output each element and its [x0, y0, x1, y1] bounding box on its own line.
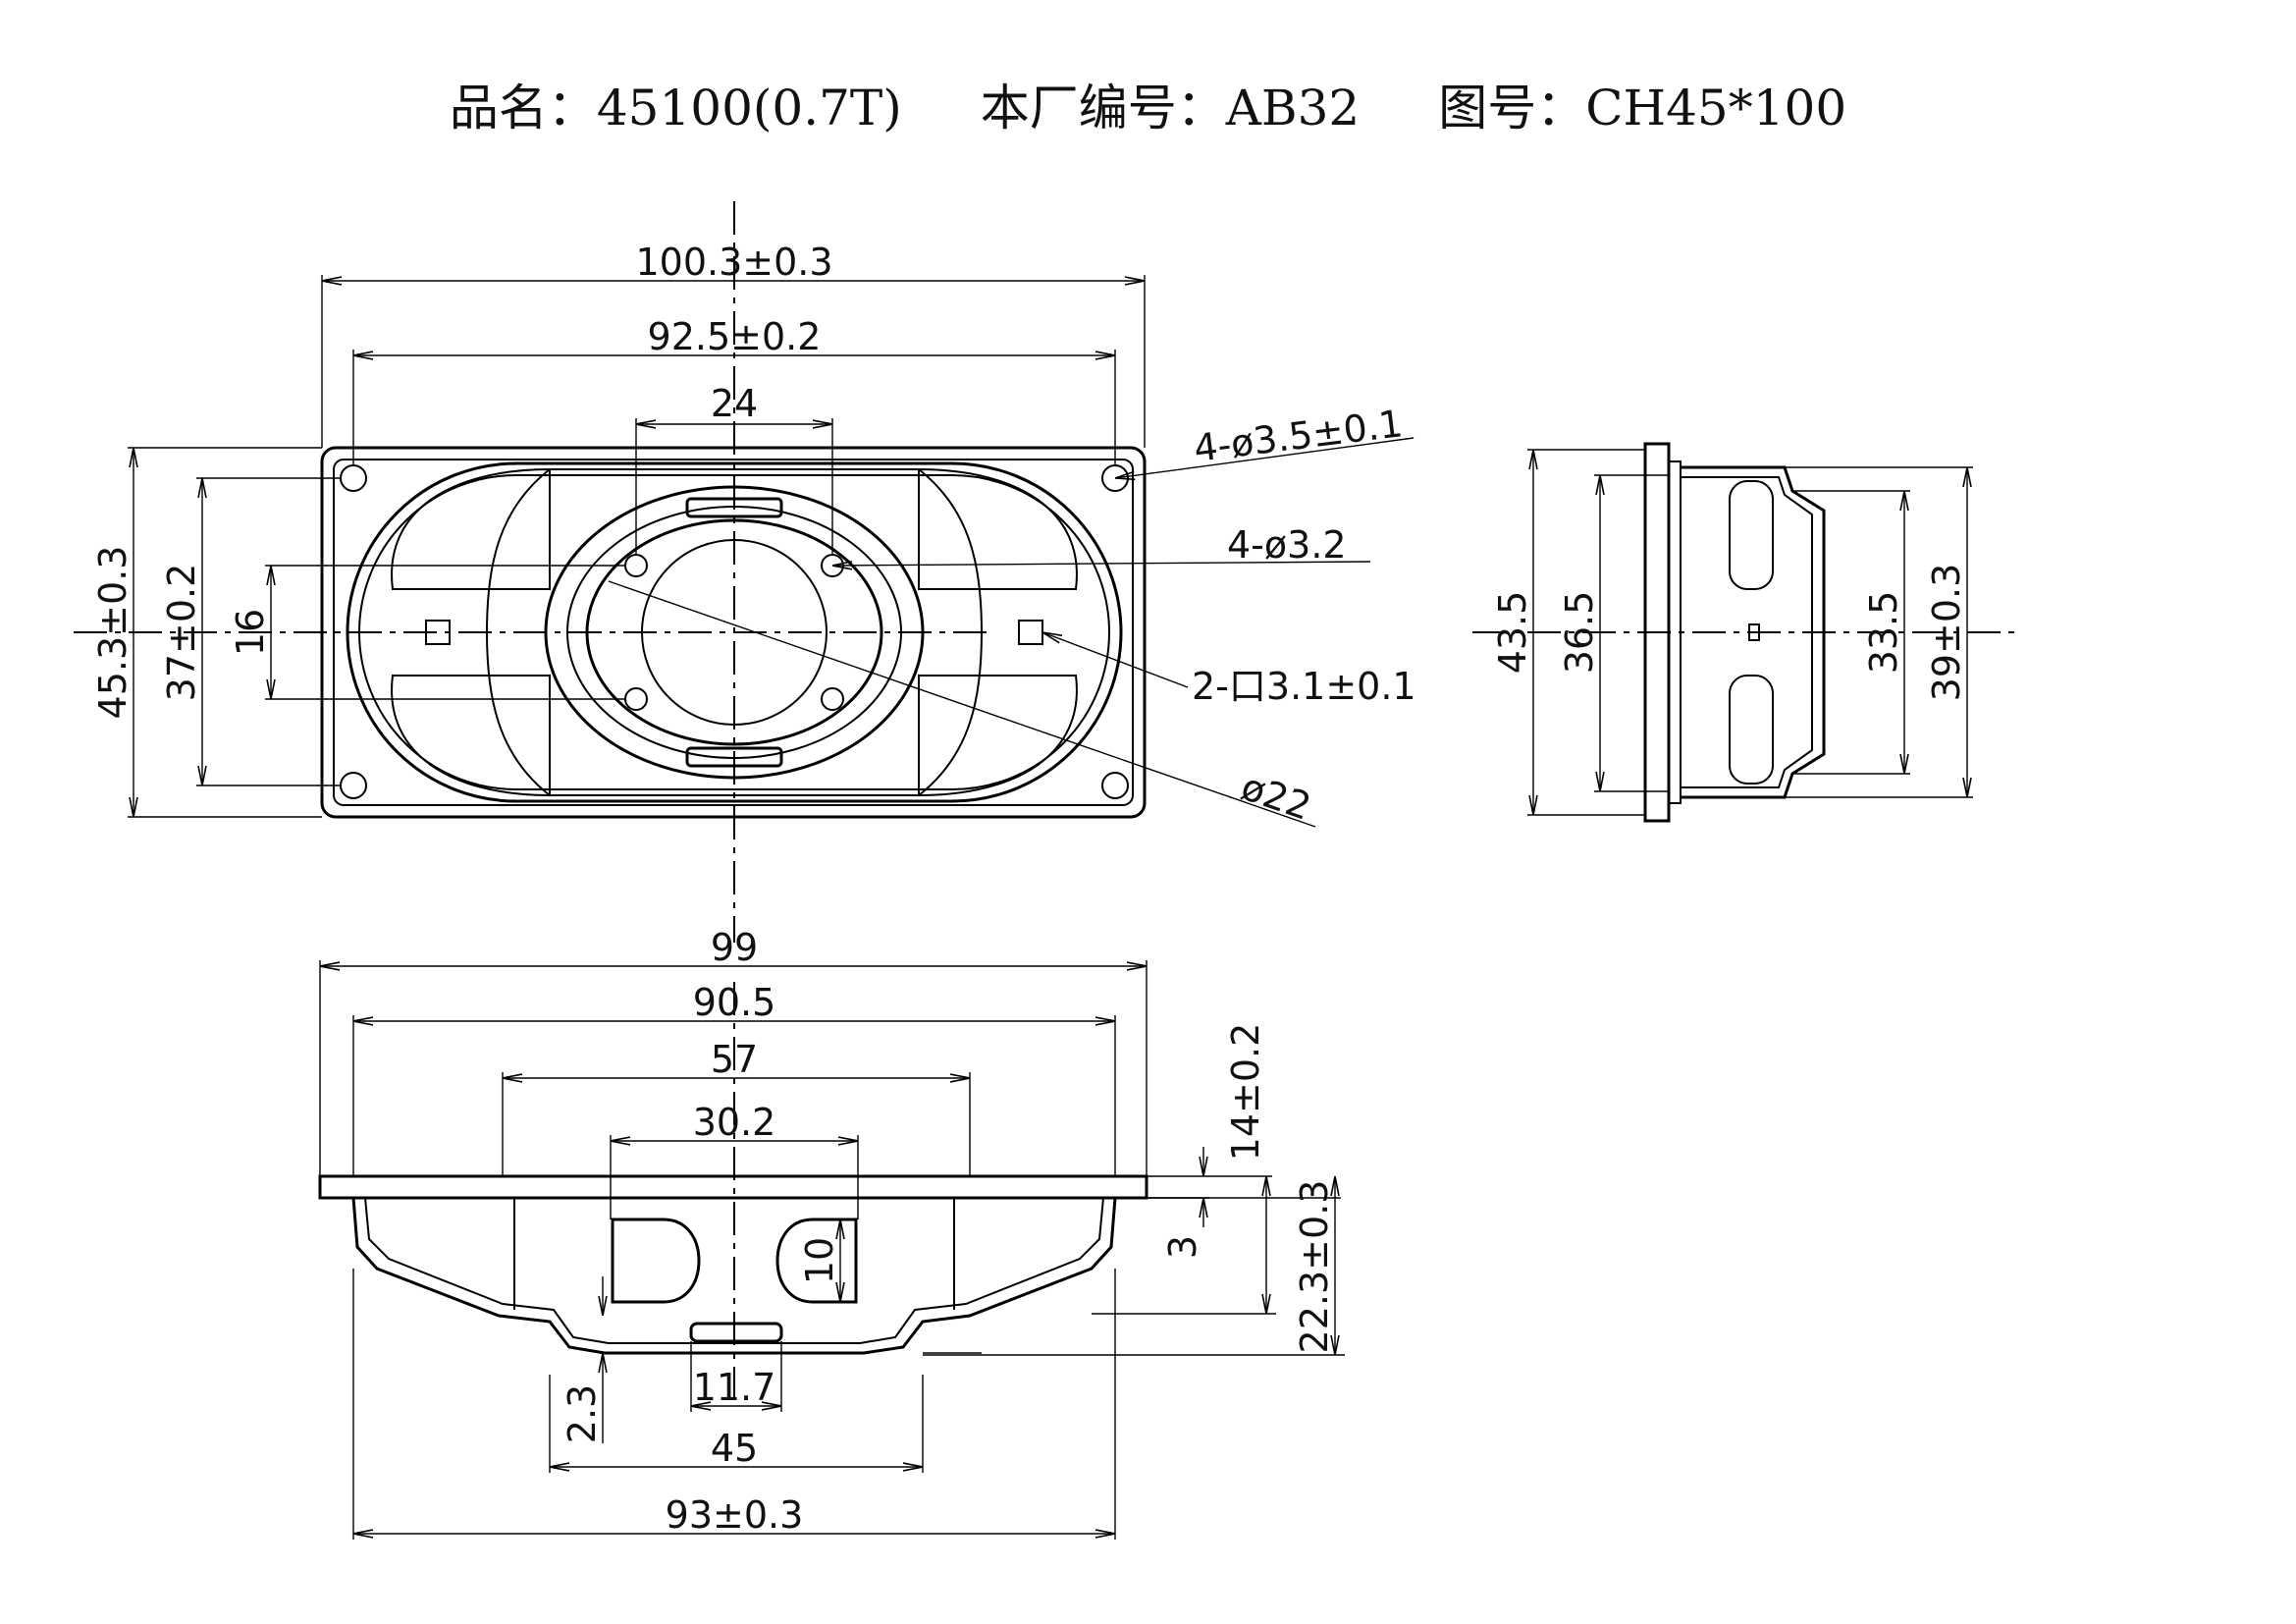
- square-hole-left: [425, 620, 451, 645]
- dim-side-d4: 39±0.3: [1925, 564, 1968, 702]
- dim-h-flange: 3: [1161, 1235, 1204, 1259]
- leader-inner-holes: [832, 562, 1371, 566]
- frame-outer: [320, 446, 1147, 819]
- terminal-slot-top: [685, 497, 783, 518]
- drawing-title: 品名：45100(0.7T) 本厂编号：AB32 图号：CH45*100: [0, 69, 2296, 139]
- dim-w4: 30.2: [693, 1101, 776, 1144]
- vent-lobe-br: [918, 675, 1078, 797]
- mount-hole-bl: [340, 772, 367, 799]
- frame-inner: [333, 459, 1134, 806]
- title-factory-no: 本厂编号：AB32: [980, 80, 1361, 136]
- side-vent-bottom: [1729, 675, 1774, 785]
- leader-mount-holes: [1115, 437, 1415, 478]
- dim-overall-width: 100.3±0.3: [635, 241, 832, 284]
- dim-h-total: 14±0.2: [1224, 1023, 1267, 1162]
- side-square-hole: [1748, 623, 1760, 641]
- dim-mount-hole-span: 92.5±0.2: [648, 315, 822, 358]
- square-hole-right: [1018, 620, 1043, 645]
- front-view: 100.3±0.3 92.5±0.2 24 45.3±0.3 37±0.2 16…: [74, 201, 1416, 943]
- vent-lobe-bl: [391, 675, 551, 797]
- dim-bottom-w: 45: [711, 1427, 758, 1470]
- label-mount-holes: 4-ø3.5±0.1: [1192, 402, 1406, 470]
- side-vent-top: [1729, 480, 1774, 590]
- label-center-dia: ø22: [1236, 765, 1316, 829]
- center-dome: [641, 539, 828, 726]
- dim-overall-height: 45.3±0.3: [91, 546, 134, 720]
- side-basket-inner: [1681, 476, 1813, 788]
- dim-offset: 2.3: [561, 1384, 604, 1443]
- bottom-slot: [689, 1322, 783, 1343]
- leader-square-holes: [1042, 632, 1189, 688]
- dim-w2: 90.5: [693, 981, 776, 1024]
- vent-lobe-tl: [391, 467, 551, 590]
- label-square-holes: 2-口3.1±0.1: [1192, 665, 1416, 708]
- magnet-ring-inner: [585, 518, 883, 746]
- dim-h-overall: 22.3±0.3: [1293, 1180, 1336, 1354]
- dim-slot-h: 10: [798, 1237, 841, 1284]
- diaphragm-inner: [358, 474, 1110, 790]
- dim-side-d2: 36.5: [1558, 591, 1601, 675]
- terminal-slot-bottom: [685, 746, 783, 768]
- dim-slot-w: 11.7: [693, 1366, 776, 1409]
- magnet-ring-mid: [566, 506, 902, 759]
- dim-side-d1: 43.5: [1491, 591, 1534, 675]
- dim-side-d3: 33.5: [1862, 591, 1905, 675]
- bottom-view: 99 90.5 57 30.2 14±0.2 3 22.3±0.3 10 2.3…: [318, 926, 1345, 1540]
- dim-slot-width: 24: [711, 382, 758, 425]
- dim-w3: 57: [711, 1038, 758, 1081]
- label-inner-holes: 4-ø3.2: [1227, 523, 1347, 567]
- title-product: 品名：45100(0.7T): [449, 80, 902, 136]
- dim-inner-hole-span: 16: [229, 609, 272, 656]
- side-view: 43.5 36.5 33.5 39±0.3: [1472, 442, 2022, 823]
- inner-hole-bl: [624, 687, 648, 711]
- leader-center-dia: [608, 580, 1316, 828]
- dim-w1: 99: [711, 926, 758, 969]
- mount-hole-br: [1101, 772, 1129, 799]
- diaphragm-outer: [346, 461, 1123, 803]
- bottom-window-right: [775, 1218, 858, 1304]
- title-drawing-no: 图号：CH45*100: [1438, 80, 1847, 136]
- side-flange-lip: [1668, 460, 1682, 804]
- side-basket: [1681, 465, 1826, 799]
- inner-hole-tl: [624, 554, 648, 577]
- bottom-window-left: [611, 1218, 701, 1304]
- dim-base-w: 93±0.3: [666, 1493, 804, 1537]
- basket-center: [485, 468, 984, 796]
- dim-mount-hole-height: 37±0.2: [160, 564, 203, 702]
- vent-lobe-tr: [918, 467, 1078, 590]
- magnet-ring-outer: [544, 485, 925, 780]
- mount-hole-tl: [340, 464, 367, 492]
- inner-hole-br: [821, 687, 844, 711]
